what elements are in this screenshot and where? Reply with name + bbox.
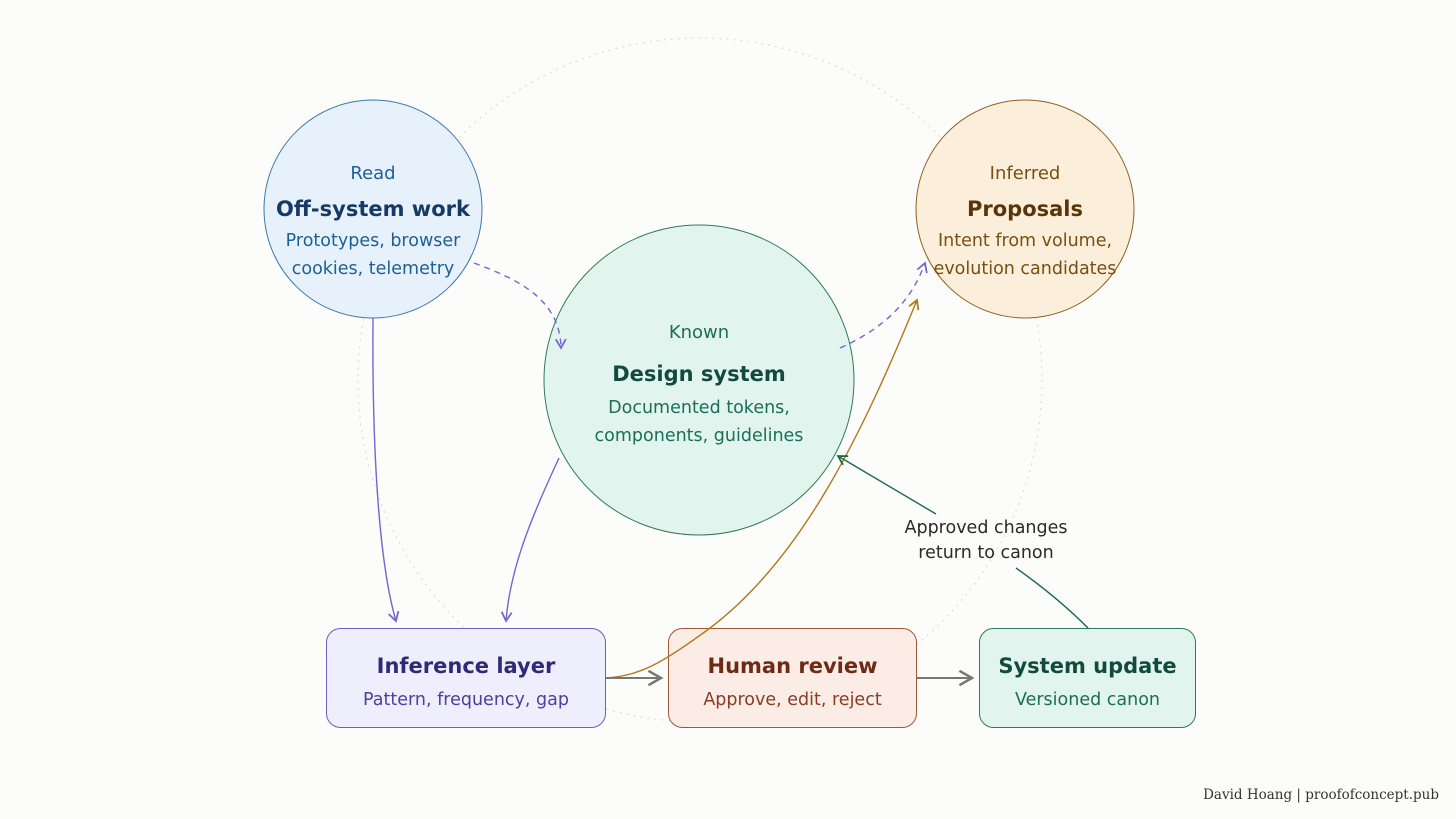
human-review-title: Human review [707,654,878,678]
proposals-text: Inferred Proposals Intent from volume, e… [905,163,1145,283]
update-to-design-system-return-bottom [1015,567,1089,629]
proposals-kicker: Inferred [989,163,1061,184]
design-system-kicker: Known [668,322,730,343]
approved-changes-label: Approved changes return to canon [886,516,1086,566]
off-system-desc-line1: Prototypes, browser [285,231,461,251]
proposals-desc-line2: evolution candidates [933,259,1117,279]
design-system-to-inference-arrow [500,457,560,623]
human-review-text: Human review Approve, edit, reject [668,652,917,714]
off-system-work-text: Read Off-system work Prototypes, browser… [263,163,483,283]
off-system-to-inference-arrow [372,317,400,623]
inference-layer-box[interactable] [326,628,606,728]
update-to-design-system-return-top [836,455,937,515]
system-update-text: System update Versioned canon [979,652,1196,714]
proposals-desc-line1: Intent from volume, [937,231,1113,251]
off-system-to-design-system-arrow [473,262,567,350]
inference-layer-title: Inference layer [376,654,556,678]
inference-layer-desc: Pattern, frequency, gap [363,690,569,710]
human-review-box[interactable] [668,628,917,728]
off-system-title: Off-system work [276,197,470,221]
design-system-to-proposals-arrow [839,261,928,349]
review-to-proposals-arrow [606,298,920,679]
system-update-desc: Versioned canon [1014,690,1161,710]
off-system-desc-line2: cookies, telemetry [291,259,455,279]
inference-layer-text: Inference layer Pattern, frequency, gap [326,652,606,714]
design-system-desc-line1: Documented tokens, [608,398,790,418]
background-orbit-ring [357,37,1043,723]
author-credit: David Hoang | proofofconcept.pub [1203,787,1439,803]
system-update-title: System update [998,654,1177,678]
approved-changes-line1: Approved changes [904,518,1068,538]
off-system-kicker: Read [350,163,396,184]
system-update-box[interactable] [979,628,1196,728]
design-system-desc-line2: components, guidelines [594,426,804,446]
human-review-desc: Approve, edit, reject [703,690,882,710]
design-system-circle[interactable] [543,224,855,536]
proposals-circle[interactable] [915,99,1135,319]
design-system-title: Design system [612,362,786,386]
design-system-text: Known Design system Documented tokens, c… [559,322,839,450]
proposals-title: Proposals [966,197,1083,221]
approved-changes-line2: return to canon [918,543,1054,563]
